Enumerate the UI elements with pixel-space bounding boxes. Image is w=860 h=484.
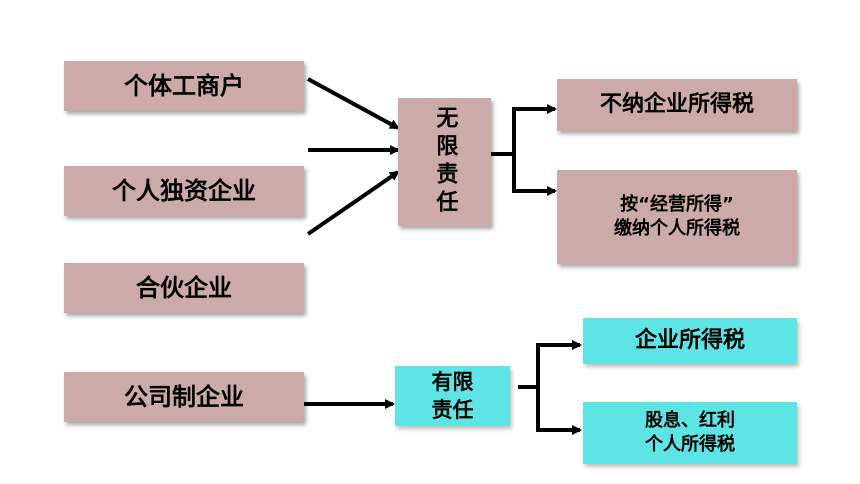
box-company: 公司制企业 [64,372,304,422]
box-unlimited-liability: 无限责任 [398,98,491,226]
box-corporate-tax: 企业所得税 [583,318,797,364]
label-limited-line2: 责任 [431,398,474,422]
label-dividend-line2: 个人所得税 [645,434,735,455]
box-limited-liability: 有限 责任 [395,366,510,426]
label-partnership: 合伙企业 [136,273,232,302]
arrow-partnership-to-unlimited [306,170,400,236]
label-business-income-line2: 缴纳个人所得税 [614,218,740,239]
box-business-income-tax: 按“经营所得” 缴纳个人所得税 [557,170,797,264]
label-limited-line1: 有限 [431,369,474,394]
arrow-individual-to-unlimited [307,77,400,130]
label-no-corporate-tax: 不纳企业所得税 [599,92,754,118]
box-individual-business: 个体工商户 [64,61,304,111]
box-no-corporate-tax: 不纳企业所得税 [557,79,797,131]
box-partnership: 合伙企业 [64,263,304,313]
label-company: 公司制企业 [124,382,244,411]
box-sole-proprietorship: 个人独资企业 [64,166,304,216]
label-corporate-tax: 企业所得税 [634,328,745,354]
label-individual-business: 个体工商户 [124,71,244,100]
label-dividend-line1: 股息、红利 [645,409,735,431]
label-unlimited-liability: 无限责任 [432,106,458,218]
label-business-income-line1: 按“经营所得” [620,193,734,215]
label-sole-proprietorship: 个人独资企业 [112,176,256,205]
box-dividend-tax: 股息、红利 个人所得税 [583,402,797,464]
